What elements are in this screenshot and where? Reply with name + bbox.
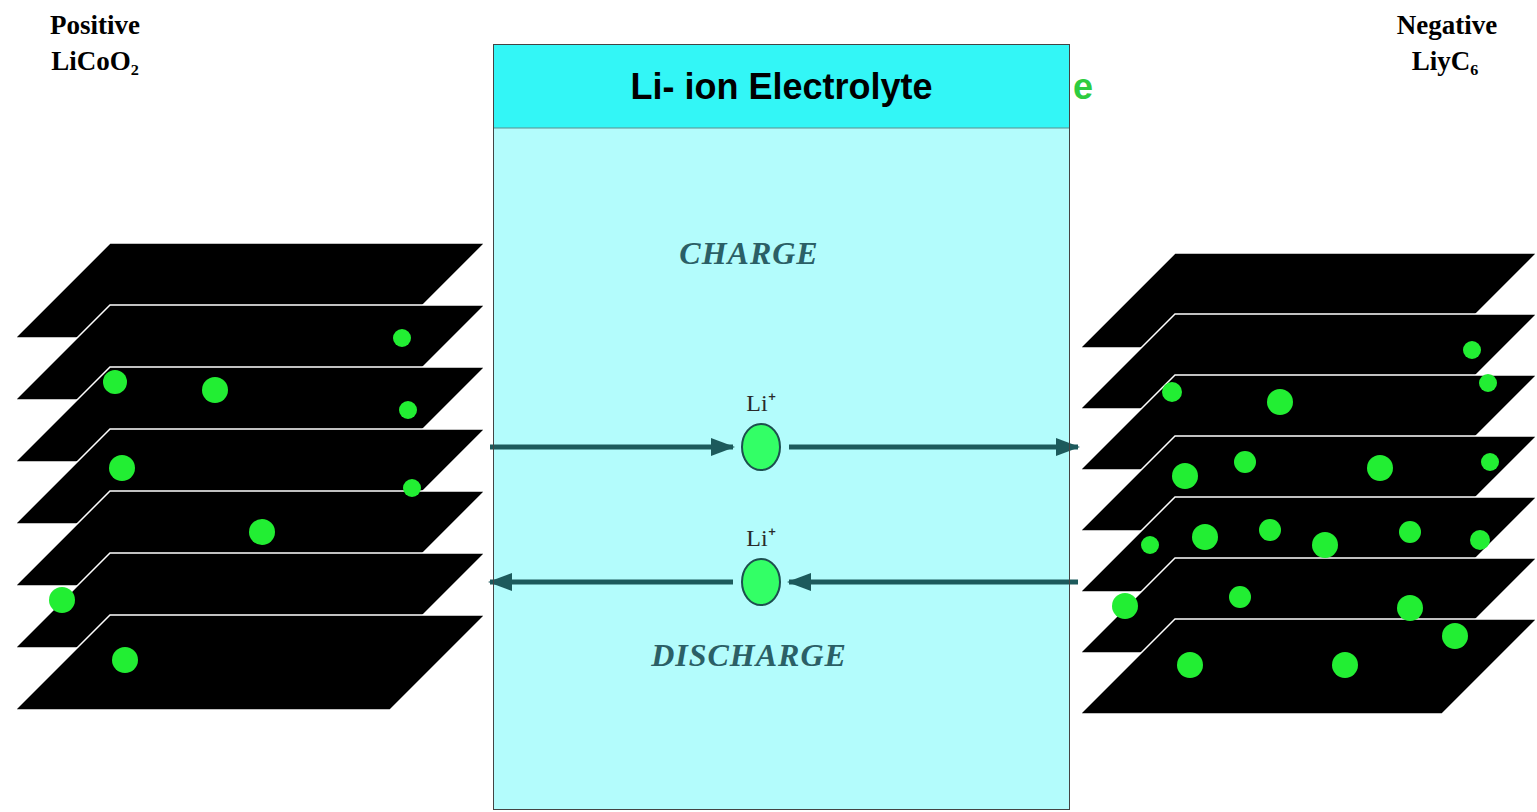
lithium-dot: [1397, 595, 1423, 621]
direction-label: DISCHARGE: [651, 637, 847, 674]
electrode-heading: Positive: [50, 10, 140, 41]
lithium-dot: [112, 647, 138, 673]
lithium-dot: [1177, 652, 1203, 678]
text-slot: Negative: [1397, 10, 1497, 41]
anode-lithium-dots: [1112, 341, 1499, 678]
lithium-dot: [1479, 374, 1497, 392]
band-divider: [493, 128, 1070, 129]
lithium-dot: [1172, 463, 1198, 489]
electrode-formula: LiyC₆: [1412, 46, 1479, 77]
ion-dot: [742, 424, 780, 470]
lithium-dot: [1192, 524, 1218, 550]
lithium-dot: [1442, 623, 1468, 649]
electrode-heading: Negative: [1397, 10, 1497, 41]
lithium-dot: [1229, 586, 1251, 608]
lithium-dot: [403, 479, 421, 497]
lithium-dot: [1399, 521, 1421, 543]
lithium-dot: [1141, 536, 1159, 554]
anode-layers: [1080, 253, 1537, 714]
ion-symbol: [733, 422, 789, 472]
lithium-dot: [399, 401, 417, 419]
lithium-dot: [393, 329, 411, 347]
text-slot: Li- ion Electrolyte: [494, 45, 1069, 129]
electrolyte-fill: [493, 44, 1070, 810]
ion-label: Li⁺: [746, 385, 775, 418]
lithium-dot: [249, 519, 275, 545]
positive-electrode: PositiveLiCoO₂: [10, 4, 490, 716]
negative-electrode: NegativeLiyC₆: [1078, 4, 1537, 716]
stray-letter: e: [1073, 66, 1093, 108]
electrode-formula: LiCoO₂: [51, 46, 139, 77]
lithium-dot: [1234, 451, 1256, 473]
ion-label: Li⁺: [746, 520, 775, 553]
lithium-dot: [1162, 382, 1182, 402]
lithium-dot: [1463, 341, 1481, 359]
lithium-dot: [109, 455, 135, 481]
lithium-dot: [1259, 519, 1281, 541]
lithium-dot: [202, 377, 228, 403]
lithium-dot: [1481, 453, 1499, 471]
electrolyte-header-band: [493, 44, 1070, 128]
cathode-layers: [15, 243, 485, 710]
lithium-dot: [1332, 652, 1358, 678]
text-slot: LiCoO₂: [51, 46, 139, 77]
lithium-ion: Li⁺: [733, 385, 789, 472]
cathode-sheet: [15, 615, 485, 710]
electrolyte-box: Li⁺ Li⁺ Li- ion ElectrolyteCHARGE DISCHARGE: [493, 44, 1070, 810]
lithium-dot: [1367, 455, 1393, 481]
lithium-dot: [1312, 532, 1338, 558]
lithium-dot: [1267, 389, 1293, 415]
ion-dot: [742, 559, 780, 605]
lithium-dot: [103, 370, 127, 394]
text-slot: Li⁺: [733, 385, 789, 418]
lithium-dot: [49, 587, 75, 613]
text-slot: CHARGE: [679, 235, 818, 272]
anode-sheet: [1080, 619, 1537, 714]
text-slot: Positive: [50, 10, 140, 41]
text-slot: Li⁺: [733, 520, 789, 553]
ion-flow-arrow: [789, 580, 1078, 585]
ion-flow-arrow: [490, 445, 733, 450]
text-slot: DISCHARGE: [651, 637, 847, 674]
lithium-dot: [1112, 593, 1138, 619]
ion-flow-arrow: [490, 580, 733, 585]
direction-label: CHARGE: [679, 235, 818, 272]
ion-symbol: [733, 557, 789, 607]
cathode-lithium-dots: [49, 329, 421, 673]
electrolyte-title: Li- ion Electrolyte: [630, 66, 932, 108]
lithium-dot: [1470, 530, 1490, 550]
lithium-ion: Li⁺: [733, 520, 789, 607]
text-slot: LiyC₆: [1412, 46, 1479, 77]
ion-flow-arrow: [789, 445, 1078, 450]
